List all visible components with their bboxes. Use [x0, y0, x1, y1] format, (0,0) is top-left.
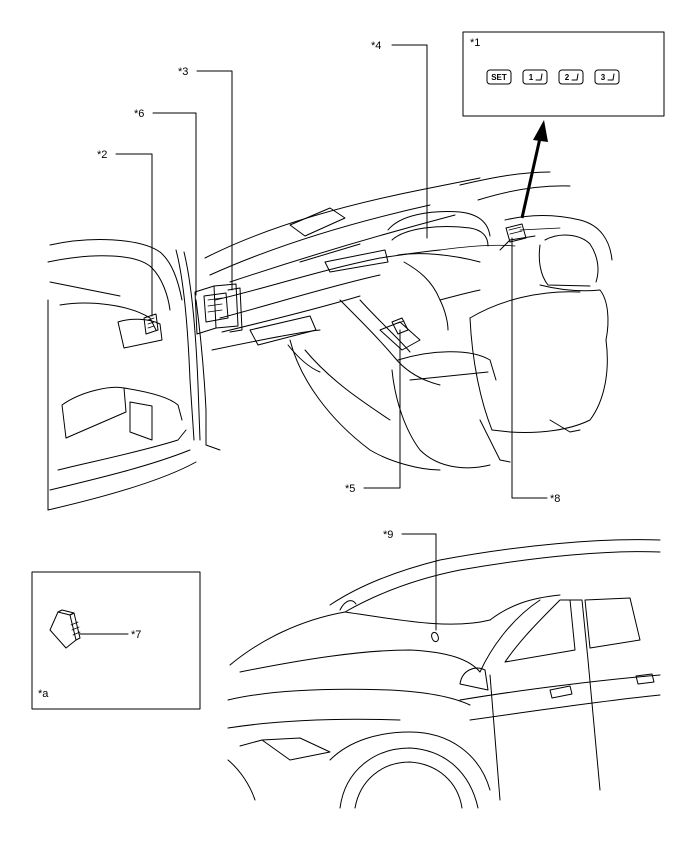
rain-sensor: [431, 631, 439, 643]
ecu-module: [194, 283, 243, 335]
interior-view: [47, 171, 613, 511]
memory-key-1-label: 1: [529, 73, 534, 82]
callout-a: *a: [38, 688, 49, 700]
switch-panel-inset: *1 SET 1 2 3: [462, 31, 665, 117]
memory-key-2-label: 2: [565, 73, 570, 82]
memory-set-key-label: SET: [491, 73, 507, 82]
memory-key-1: 1: [522, 69, 548, 85]
callout-2: *2: [97, 149, 107, 161]
callouts: *4 *3 *6 *2 *5 *8: [97, 40, 560, 505]
callout-9: *9: [383, 529, 393, 541]
exterior-view: [227, 539, 661, 809]
switch-panel-frame: [462, 31, 665, 117]
door-switch: [143, 313, 159, 335]
callout-1: *1: [470, 37, 480, 49]
callout-3: *3: [178, 66, 188, 78]
memory-key-3-label: 3: [601, 73, 606, 82]
memory-key-2: 2: [558, 69, 584, 85]
module-component: [49, 609, 81, 649]
callout-7: *7: [131, 629, 141, 641]
memory-switch: [505, 223, 527, 243]
callout-4: *4: [371, 40, 381, 52]
callout-6: *6: [134, 108, 144, 120]
module-inset: *7 *a: [31, 571, 201, 710]
seat-icon: [571, 73, 579, 81]
seat-icon: [607, 73, 615, 81]
console-switch: [391, 317, 409, 335]
callout-8: *8: [550, 493, 560, 505]
callout-5: *5: [345, 483, 355, 495]
memory-key-3: 3: [594, 69, 620, 85]
memory-set-key: SET: [486, 69, 512, 85]
zoom-arrow: [520, 120, 548, 219]
seat-icon: [535, 73, 543, 81]
module-inset-frame: [31, 571, 201, 710]
